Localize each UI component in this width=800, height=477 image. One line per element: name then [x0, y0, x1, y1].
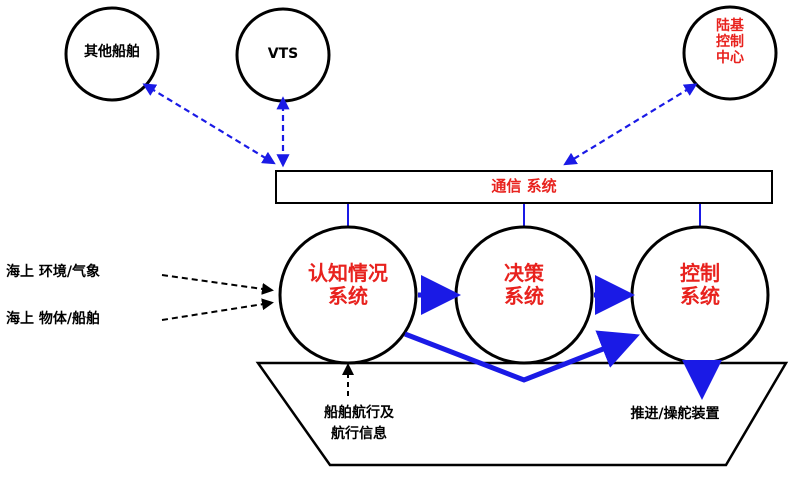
link-land-control — [563, 83, 698, 166]
comm-bar-label: 通信 系统 — [491, 177, 557, 195]
sea-objects-label: 海上 物体/船舶 — [6, 311, 100, 327]
vts-label: VTS — [267, 46, 299, 62]
land-control-label: 陆基 控制 中心 — [716, 18, 744, 67]
sea-env-label: 海上 环境/气象 — [6, 264, 100, 280]
arrow-sea-objects — [161, 298, 274, 321]
other-ships-label: 其他船舶 — [84, 44, 140, 60]
propulsion-label: 推进/操舵装置 — [630, 406, 720, 422]
link-other-ships — [142, 83, 276, 165]
control-label: 控制 系统 — [680, 261, 720, 308]
arrow-bypass-perception-to-control — [404, 330, 640, 383]
land-control-circle — [682, 5, 778, 101]
decision-label: 决策 系统 — [504, 261, 544, 308]
arrow-sea-env — [161, 274, 274, 295]
other-ships-circle — [64, 6, 160, 102]
perception-label: 认知情况 系统 — [308, 261, 388, 308]
nav-info-label: 船舶航行及 航行信息 — [324, 405, 394, 442]
comm-bar-box — [275, 170, 773, 204]
